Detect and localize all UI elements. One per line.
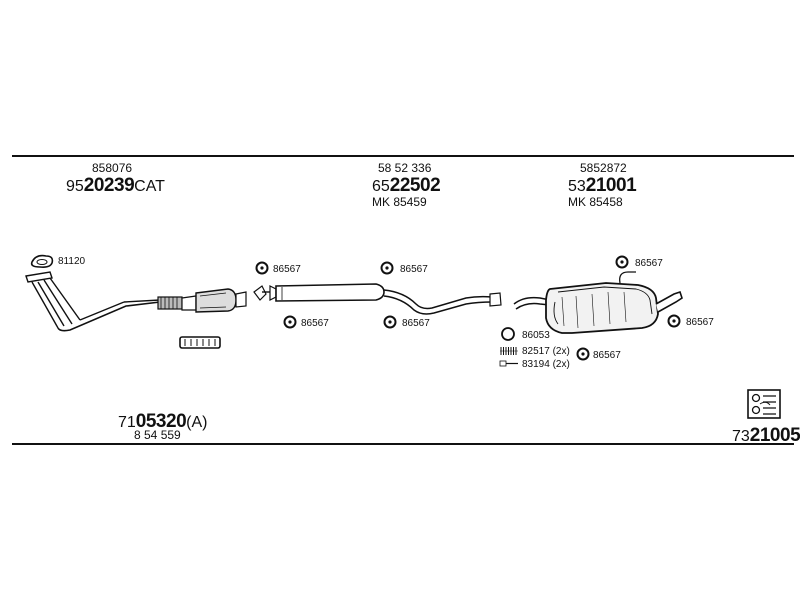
clamp-label: 86053	[522, 330, 550, 341]
front-pipe-ref: 858076	[92, 161, 133, 175]
rear-silencer-part-number: 5321001	[568, 175, 637, 196]
small-part-label-2: 83194 (2x)	[522, 359, 570, 370]
hanger-label-7: 86567	[593, 350, 621, 361]
middle-pipe-ref: 58 52 336	[378, 161, 432, 175]
hanger-label-6: 86567	[686, 317, 714, 328]
hanger-ring-icon-3	[615, 255, 629, 269]
hanger-label-2: 86567	[400, 264, 428, 275]
complete-kit-ref: 8 54 559	[134, 428, 181, 442]
rear-silencer-mounting-kit: MK 85458	[568, 195, 623, 209]
mounting-kit-box-icon	[747, 389, 781, 419]
rear-silencer-ref: 5852872	[580, 161, 627, 175]
front-pipe-part-number: 9520239CAT	[66, 175, 165, 196]
front-pipe-with-catalyst	[25, 271, 247, 332]
spring-washer-icon	[500, 347, 518, 355]
assembly-kit-part-number: 7321005	[732, 425, 800, 446]
hanger-ring-icon-6	[667, 314, 681, 328]
hanger-ring-icon-7	[576, 347, 590, 361]
hanger-label-4: 86567	[301, 318, 329, 329]
rear-silencer	[513, 271, 683, 334]
hanger-ring-icon-1	[255, 261, 269, 275]
bolt-icon	[499, 360, 518, 367]
hanger-ring-icon-4	[283, 315, 297, 329]
hanger-label-1: 86567	[273, 264, 301, 275]
gasket-label: 81120	[58, 256, 86, 267]
middle-pipe-with-silencer	[253, 283, 502, 315]
middle-pipe-part-number: 6522502	[372, 175, 441, 196]
bottom-rule	[12, 443, 794, 445]
flex-joint-icon	[179, 336, 221, 349]
hanger-label-3: 86567	[635, 258, 663, 269]
complete-kit-part-number: 7105320(A)	[118, 411, 208, 432]
hanger-label-5: 86567	[402, 318, 430, 329]
middle-pipe-mounting-kit: MK 85459	[372, 195, 427, 209]
gasket-icon	[30, 254, 54, 268]
hanger-ring-icon-5	[383, 315, 397, 329]
hanger-ring-icon-2	[380, 261, 394, 275]
small-part-label-1: 82517 (2x)	[522, 346, 570, 357]
clamp-ring-icon	[501, 327, 515, 341]
top-rule	[12, 155, 794, 157]
